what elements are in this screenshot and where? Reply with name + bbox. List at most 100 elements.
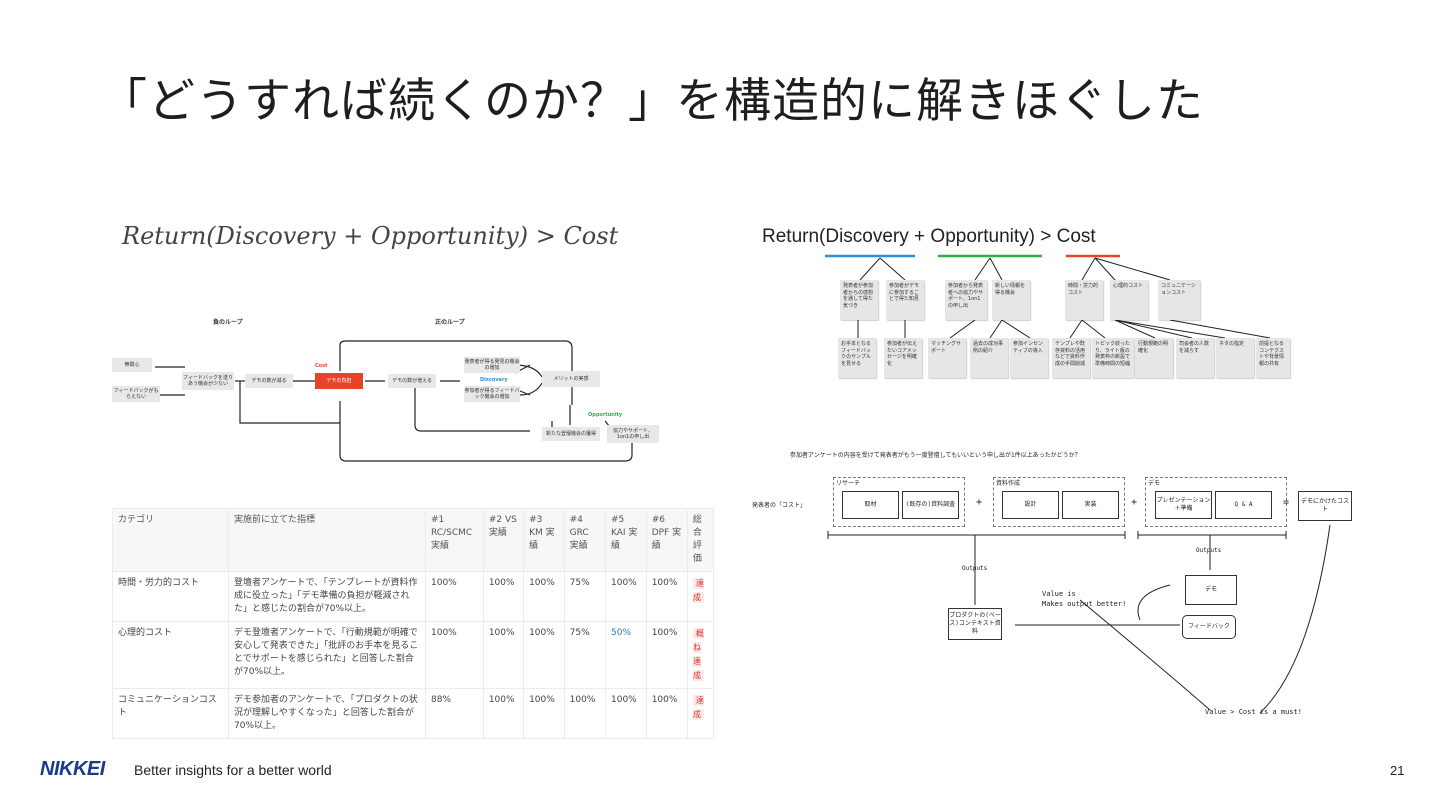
- tree-bottom-6: テンプレや既存資料の活用などで資料作成の手間削減: [1052, 338, 1090, 378]
- tree-top-3: 参加者から発表者への協力やサポート、1on1の申し出: [945, 280, 987, 320]
- positive-loop-label: 正のループ: [435, 319, 465, 326]
- tree-bottom-1: お手本となるフィードバックのサンプルを見せる: [838, 338, 876, 378]
- eval-badge: 達成: [692, 695, 704, 720]
- kpi-table: カテゴリ 実施前に立てた指標 #1 RC/SCMC 実績 #2 VS 実績 #3…: [112, 508, 715, 739]
- material-label: 資料作成: [996, 480, 1021, 487]
- box-design: 設計: [1002, 491, 1059, 519]
- cell-v6: 100%: [645, 621, 688, 689]
- table-row: 時間・労力的コスト 登壇者アンケートで、「テンプレートが資料作成に役立った」「デ…: [112, 571, 715, 622]
- tree-lines: [825, 254, 1271, 339]
- th-metric: 実施前に立てた指標: [228, 508, 426, 572]
- box-feedback: フィードバック: [1182, 615, 1236, 639]
- cell-v6: 100%: [645, 571, 688, 622]
- cell-metric: 登壇者アンケートで、「テンプレートが資料作成に役立った」「デモ準備の負担が軽減さ…: [228, 571, 426, 622]
- plus-2: +: [1131, 497, 1138, 508]
- tree-top-1: 発表者が参加者からの感想を通して得た気づき: [840, 280, 878, 320]
- th-6: #6 DPF 実績: [645, 508, 688, 572]
- cell-metric: デモ参加者のアンケートで、「プロダクトの状況が理解しやすくなった」と回答した割合…: [228, 688, 426, 739]
- box-subject: 取材: [842, 491, 899, 519]
- cell-v3: 100%: [523, 571, 565, 622]
- box-existing: (既存の)資料調査: [902, 491, 959, 519]
- tree-bottom-8: 行動規範の明確化: [1135, 338, 1173, 378]
- equals-sign: =: [1283, 497, 1290, 508]
- th-2: #2 VS 実績: [482, 508, 525, 572]
- th-category: カテゴリ: [112, 508, 229, 572]
- cell-v1: 88%: [425, 688, 484, 739]
- node-demo-burden: デモの負担: [315, 373, 363, 389]
- sketch-question: 参加者アンケートの内容を受けて発表者がもう一度登壇してもいいという申し出が1件以…: [790, 452, 1081, 459]
- node-anxiety: 無関心: [112, 358, 152, 372]
- cell-v2: 100%: [482, 621, 525, 689]
- tree-top-4: 新しい情報を得る機会: [992, 280, 1030, 320]
- tree-bottom-11: 前提となるコンテクストや背景情報の共有: [1256, 338, 1290, 378]
- cell-v6: 100%: [645, 688, 688, 739]
- table-header-row: カテゴリ 実施前に立てた指標 #1 RC/SCMC 実績 #2 VS 実績 #3…: [112, 508, 715, 572]
- th-5: #5 KAI 実績: [605, 508, 647, 572]
- outputs-label-1: Outputs: [962, 565, 988, 572]
- box-qa: Q & A: [1215, 491, 1272, 519]
- eval-badge: 概ね達成: [692, 628, 704, 681]
- loop-diagram-arrows: [155, 340, 633, 462]
- tree-bottom-9: 司会者の人数を減らす: [1176, 338, 1214, 378]
- table-row: コミュニケーションコスト デモ参加者のアンケートで、「プロダクトの状況が理解しや…: [112, 688, 715, 739]
- tree-bottom-7: トピック絞ったり、ライト版の発表枠の新設で準備時間の短縮: [1092, 338, 1134, 378]
- th-4: #4 GRC 実績: [563, 508, 607, 572]
- node-demo-decrease: デモの数が減る: [245, 374, 293, 388]
- cell-v5: 50%: [605, 621, 647, 689]
- cell-v1: 100%: [425, 571, 484, 622]
- cell-v2: 100%: [482, 688, 525, 739]
- value-note: Value is Makes output better!: [1042, 590, 1127, 608]
- tree-bottom-3: マッチングサポート: [928, 338, 966, 378]
- demo-label: デモ: [1148, 480, 1161, 487]
- cost-sketch: 参加者アンケートの内容を受けて発表者がもう一度登壇してもいいという申し出が1件以…: [750, 445, 1370, 725]
- nikkei-logo: NIKKEI: [40, 758, 105, 780]
- box-demo-cost: デモにかけたコスト: [1298, 491, 1352, 521]
- cell-v4: 100%: [563, 688, 607, 739]
- tree-top-6: 心理的コスト: [1110, 280, 1148, 320]
- tree-bottom-10: ネタの指定: [1216, 338, 1254, 378]
- plus-1: +: [976, 497, 983, 508]
- tree-bottom-5: 参加インセンティブの導入: [1010, 338, 1048, 378]
- cost-tree-diagram: 発表者が参加者からの感想を通して得た気づき 参加者がデモに参加することで得た知見…: [820, 250, 1290, 385]
- research-label: リサーチ: [836, 480, 861, 487]
- node-demo-increase: デモの数が増える: [388, 374, 436, 388]
- formula-left: Return(Discovery + Opportunity) > Cost: [122, 222, 619, 250]
- cell-v2: 100%: [482, 571, 525, 622]
- table-row: 心理的コスト デモ登壇者アンケートで、「行動規範が明確で安心して発表できた」「批…: [112, 621, 715, 689]
- tree-bottom-2: 参加者が伝えたいコアメッセージを明確化: [884, 338, 922, 378]
- outputs-label-2: Outputs: [1196, 547, 1222, 554]
- value-cost-note: Value > Cost is a must!: [1205, 708, 1302, 716]
- discovery-label: Discovery: [480, 377, 508, 383]
- cell-v1: 100%: [425, 621, 484, 689]
- cell-v4: 75%: [563, 621, 607, 689]
- tree-bottom-4: 過去の成功事例の紹介: [970, 338, 1008, 378]
- box-demo: デモ: [1185, 575, 1237, 605]
- presenter-cost-label: 発表者の「コスト」: [752, 502, 807, 509]
- cell-category: 時間・労力的コスト: [112, 571, 229, 622]
- tree-top-5: 時間・労力的コスト: [1065, 280, 1103, 320]
- formula-right: Return(Discovery + Opportunity) > Cost: [762, 226, 1096, 247]
- cell-category: 心理的コスト: [112, 621, 229, 689]
- tree-top-2: 参加者がデモに参加することで得た知見: [886, 280, 924, 320]
- opportunity-label: Opportunity: [588, 412, 623, 418]
- sketch-lines: [827, 524, 1331, 714]
- box-presentation: プレゼンテーション＋準備: [1155, 491, 1212, 519]
- negative-loop-label: 負のループ: [213, 319, 243, 326]
- th-1: #1 RC/SCMC 実績: [425, 508, 484, 572]
- cell-v5: 100%: [605, 688, 647, 739]
- node-feedback-hard: フィードバックがもらえない: [112, 386, 160, 402]
- cost-label: Cost: [315, 363, 328, 369]
- node-merit: メリットの実感: [542, 371, 600, 387]
- cell-v3: 100%: [523, 688, 565, 739]
- eval-badge: 達成: [692, 578, 704, 603]
- cell-category: コミュニケーションコスト: [112, 688, 229, 739]
- cell-metric: デモ登壇者アンケートで、「行動規範が明確で安心して発表できた」「批評のお手本を見…: [228, 621, 426, 689]
- cell-v5: 100%: [605, 571, 647, 622]
- th-eval: 総合評価: [686, 508, 715, 572]
- footer-tagline: Better insights for a better world: [134, 762, 332, 778]
- node-discovery-b: 参加者が得るフィードバック機会の増加: [464, 386, 520, 402]
- demo-group: [1145, 477, 1287, 527]
- node-support: 協力やサポート、1on1の申し出: [607, 425, 659, 443]
- box-impl: 実装: [1062, 491, 1119, 519]
- slide-title: 「どうすれば続くのか？」を構造的に解きほぐした: [100, 74, 1204, 129]
